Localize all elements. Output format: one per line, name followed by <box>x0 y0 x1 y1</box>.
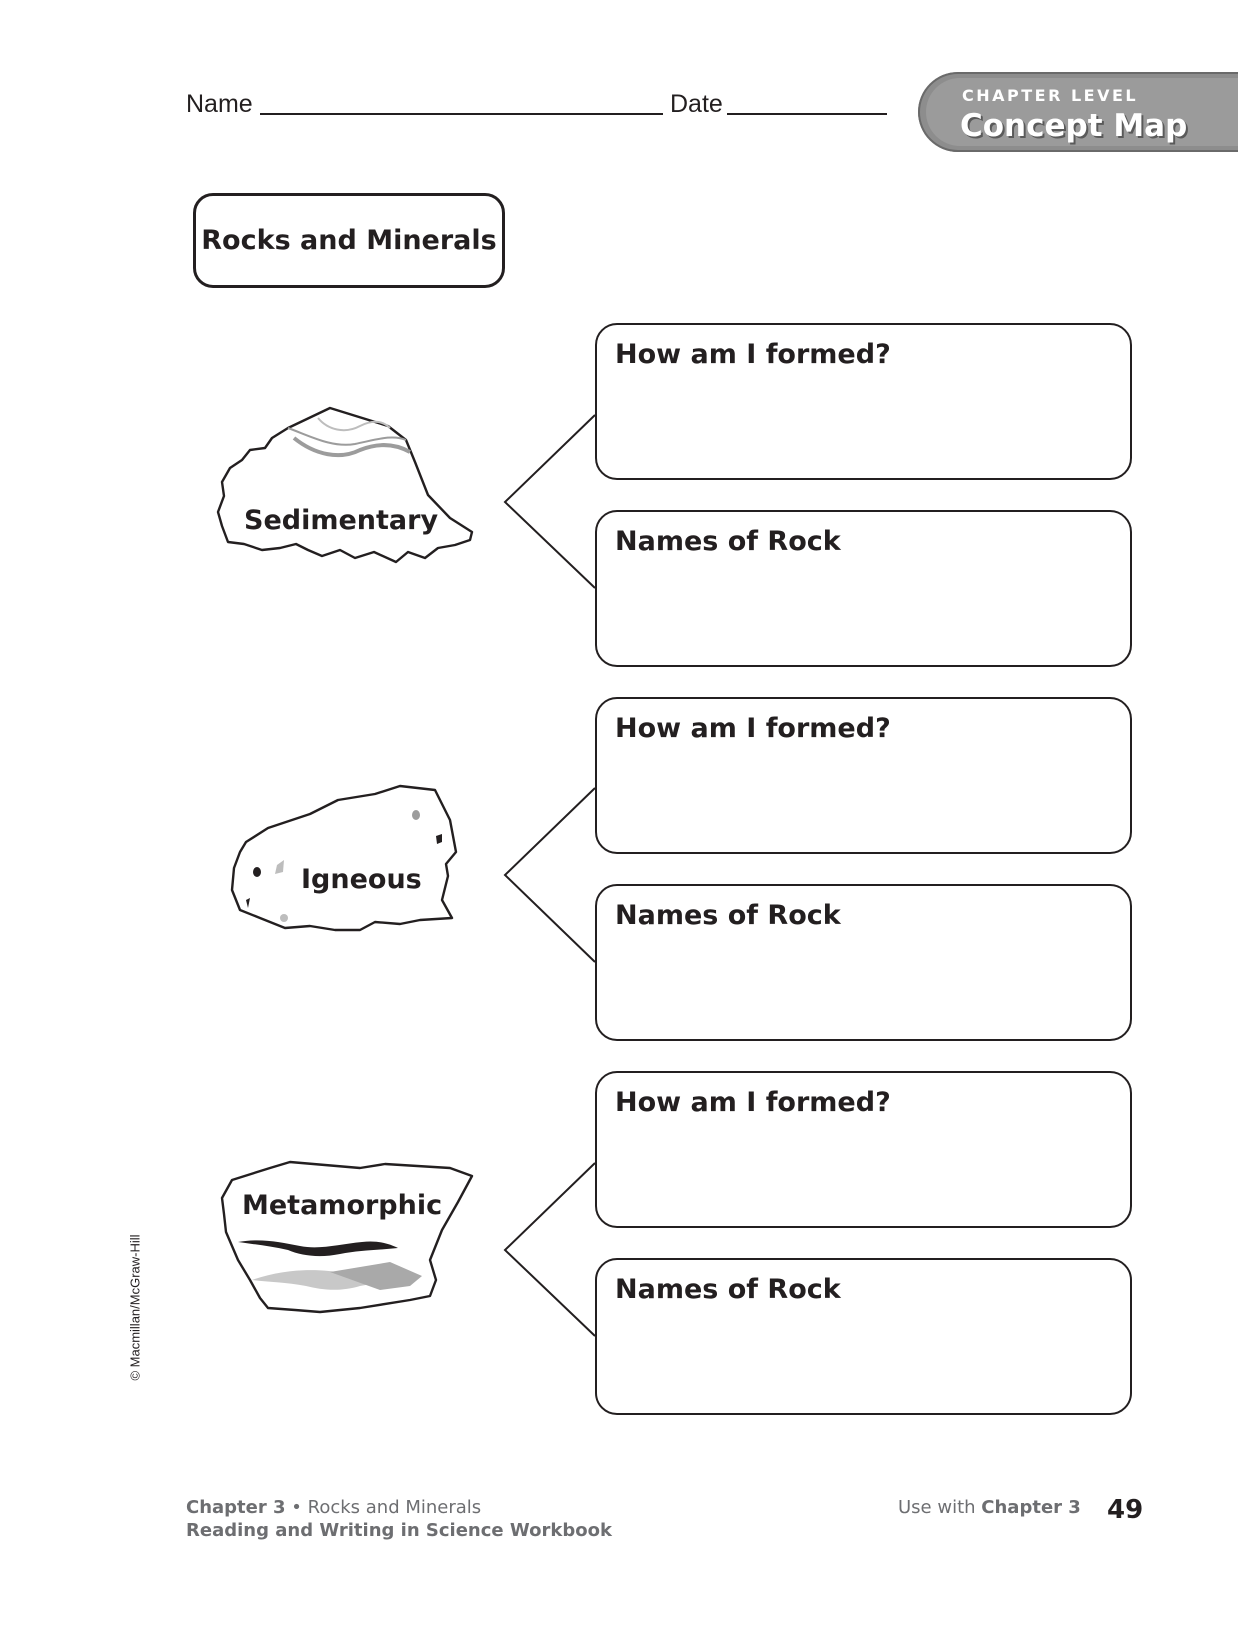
date-label: Date <box>670 90 723 118</box>
tab-kicker: CHAPTER LEVEL <box>962 86 1139 105</box>
igneous-label: Igneous <box>301 864 422 895</box>
sedimentary-label: Sedimentary <box>244 505 439 536</box>
footer-use-with: Use with Chapter 3 <box>898 1497 1081 1518</box>
footer-chapter-line: Chapter 3 • Rocks and Minerals <box>186 1497 481 1518</box>
formation-question: How am I formed? <box>615 713 891 744</box>
main-topic-box: Rocks and Minerals <box>193 193 505 288</box>
metamorphic-formation-box[interactable]: How am I formed? <box>595 1071 1132 1228</box>
metamorphic-connector <box>503 1162 596 1337</box>
formation-question: How am I formed? <box>615 339 891 370</box>
igneous-rock-icon <box>230 784 458 932</box>
main-topic-label: Rocks and Minerals <box>201 225 497 256</box>
footer-use-with-label: Use with <box>898 1497 976 1518</box>
name-label: Name <box>186 90 253 118</box>
footer-workbook: Reading and Writing in Science Workbook <box>186 1520 612 1541</box>
tab-title: Concept Map <box>960 108 1188 144</box>
copyright-notice: © Macmillan/McGraw-Hill <box>127 1234 143 1381</box>
igneous-connector <box>503 787 596 963</box>
igneous-formation-box[interactable]: How am I formed? <box>595 697 1132 854</box>
formation-question: How am I formed? <box>615 1087 891 1118</box>
date-field[interactable] <box>727 113 887 115</box>
sedimentary-rock-icon <box>216 406 474 564</box>
names-prompt: Names of Rock <box>615 1274 841 1305</box>
sedimentary-connector <box>503 414 596 589</box>
footer-use-with-chapter: Chapter 3 <box>981 1497 1081 1518</box>
footer-bullet: • <box>291 1497 302 1518</box>
name-field[interactable] <box>260 113 663 115</box>
metamorphic-rock-icon <box>220 1160 474 1314</box>
chapter-level-tab: CHAPTER LEVEL Concept Map <box>918 72 1238 152</box>
footer-chapter-title: Rocks and Minerals <box>307 1497 482 1518</box>
igneous-names-box[interactable]: Names of Rock <box>595 884 1132 1041</box>
sedimentary-names-box[interactable]: Names of Rock <box>595 510 1132 667</box>
sedimentary-formation-box[interactable]: How am I formed? <box>595 323 1132 480</box>
metamorphic-label: Metamorphic <box>242 1190 443 1221</box>
page-number: 49 <box>1107 1495 1144 1525</box>
names-prompt: Names of Rock <box>615 526 841 557</box>
footer-chapter: Chapter 3 <box>186 1497 286 1518</box>
metamorphic-names-box[interactable]: Names of Rock <box>595 1258 1132 1415</box>
names-prompt: Names of Rock <box>615 900 841 931</box>
